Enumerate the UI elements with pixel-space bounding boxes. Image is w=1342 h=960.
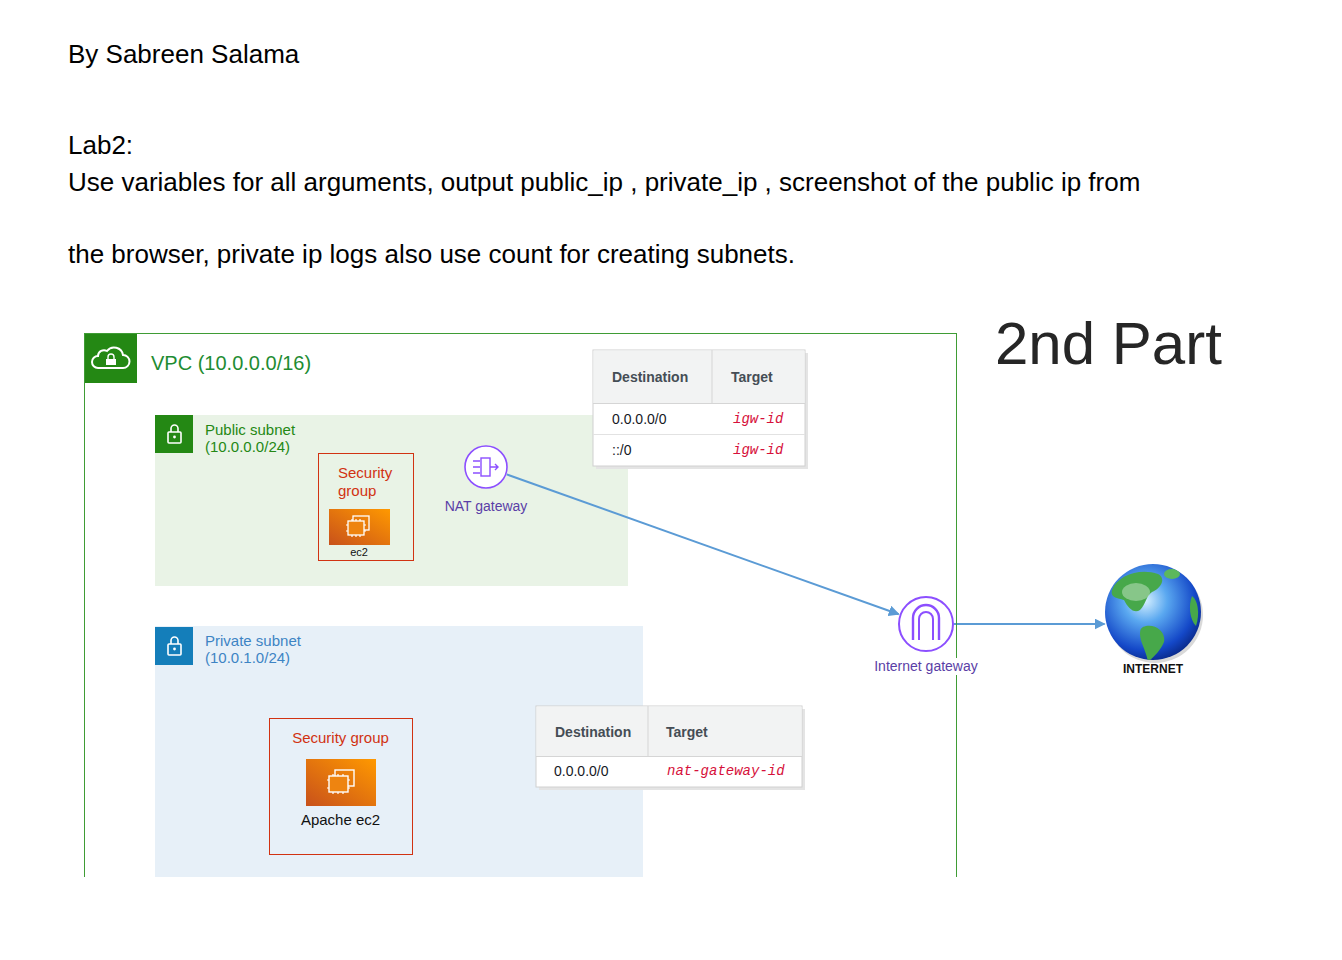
continent [1140,626,1164,662]
subnet-icon [155,627,193,665]
cloud-symbol [92,347,130,368]
vpc-icon [84,333,137,383]
igw-icon [899,597,953,651]
table-rule [536,756,802,757]
nat-symbol [473,461,498,473]
nat-symbol [481,458,490,476]
lock-symbol [106,359,116,365]
label-anchor: Target [731,368,773,386]
label-anchor: Use variables for all arguments, output … [68,146,1163,290]
lock-symbol [171,425,178,432]
lock-symbol [173,436,176,439]
public-subnet: ec2 Security groupNAT gateway Public subne… [155,415,628,586]
continent [1164,569,1180,579]
part-heading: 2nd Part [995,309,1222,379]
lock-symbol [171,637,178,644]
table-header-row [594,351,805,404]
region-title: VPC (10.0.0.0/16) [151,351,311,375]
label-anchor: Lab2: [68,129,133,161]
chip-symbol [348,521,364,535]
table-cell: ::/0 [612,441,631,459]
group-title: Security group [338,464,410,500]
label-anchor: 2nd Part [995,309,1222,379]
lock-symbol [173,648,176,651]
table-header: Destination [612,368,688,386]
table-cell: 0.0.0.0/0 [554,762,609,780]
subnet-icon [155,415,193,453]
lock-symbol [168,644,181,655]
route-table [593,350,805,466]
instance-label: ec2 [350,546,368,558]
private-subnet: Apache ec2 Security group Private subnet (… [155,626,643,877]
internet-cloud: INTERNET [1100,562,1206,680]
route-table [536,706,802,787]
table-header: Target [731,368,773,386]
subnet-title: Public subnet (10.0.0.0/24) [205,421,323,455]
lock-symbol [108,354,114,359]
igw-symbol [913,605,939,640]
table-rule [712,350,713,403]
globe-highlight [1122,583,1150,601]
table-rule [593,403,805,404]
label-anchor: igw-id [733,441,783,459]
table-rule [593,434,805,435]
apache-instance: Apache ec2 [286,757,396,835]
chip-pins [346,519,366,537]
nat-gateway: NAT gateway [440,444,533,517]
chip-symbol [329,776,348,792]
vpc-region: ec2Security groupNAT gatewayPublic subne… [84,333,957,877]
subnet-title: Private subnet (10.0.1.0/24) [205,632,323,666]
label-anchor: Destination [555,723,631,741]
lab-heading: Lab2: [68,129,133,161]
table-target: igw-id [733,441,783,459]
label-anchor: ::/0 [612,441,631,459]
chip-pins [327,774,350,794]
internet-gateway: Internet gateway [866,594,986,680]
table-target: igw-id [733,410,783,428]
network-link [954,623,1105,625]
lock-symbol [168,432,181,443]
label-anchor: By Sabreen Salama [68,38,299,70]
label-anchor: 0.0.0.0/0 [612,410,667,428]
ec2-instance: ec2 [329,509,390,560]
gateway-label: NAT gateway [445,498,528,515]
continent [1190,596,1198,626]
group-title: Security group [292,729,389,747]
task-text: Use variables for all arguments, output … [68,146,1163,290]
table-cell: 0.0.0.0/0 [612,410,667,428]
ec2-icon [329,509,390,545]
ec2-icon [306,759,376,806]
nat-icon [465,446,507,488]
gateway-label: Internet gateway [872,658,980,675]
label-anchor: Destination [612,368,688,386]
label-anchor: Target [666,723,708,741]
continent [1112,572,1163,611]
label-anchor: igw-id [733,410,783,428]
network-link [507,474,899,614]
table-rule [648,706,649,756]
subnet-fill [155,415,628,586]
continents [1112,569,1198,662]
security-group: ec2 Security group [318,453,414,561]
instance-label: Apache ec2 [301,811,380,829]
label-anchor: nat-gateway-id [667,762,785,780]
author-line: By Sabreen Salama [68,38,299,70]
security-group: Apache ec2 Security group [269,718,413,855]
igw-symbol [919,612,933,640]
table-header-row [537,707,802,757]
table-header: Destination [555,723,631,741]
table-target: nat-gateway-id [667,762,785,780]
table-header: Target [666,723,708,741]
internet-label: INTERNET [1123,662,1183,676]
label-anchor: 0.0.0.0/0 [554,762,609,780]
